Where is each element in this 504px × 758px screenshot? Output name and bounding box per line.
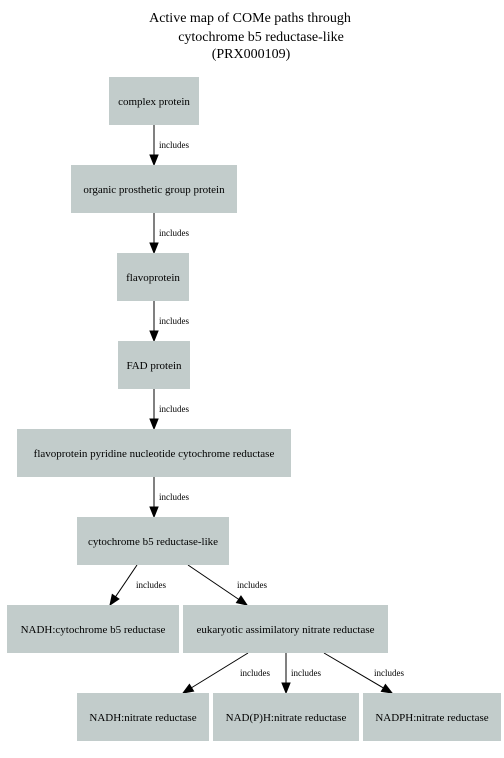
arrowhead-icon <box>380 683 394 694</box>
edge-label: includes <box>136 580 166 590</box>
arrowhead-icon <box>149 418 159 431</box>
diagram-title: Active map of COMe paths through cytochr… <box>149 11 351 62</box>
node-box <box>213 693 359 741</box>
title-line-1: Active map of COMe paths through <box>149 11 351 26</box>
node-n11: NADPH:nitrate reductase <box>363 693 501 741</box>
node-n6: cytochrome b5 reductase-like <box>77 517 229 565</box>
title-line-2: cytochrome b5 reductase-like <box>178 30 344 45</box>
edge-n1-n2: includes <box>149 125 189 167</box>
node-label: NAD(P)H:nitrate reductase <box>226 712 347 724</box>
node-box <box>109 77 199 125</box>
node-box <box>117 253 189 301</box>
arrowhead-icon <box>109 593 120 607</box>
edge-line <box>187 564 240 600</box>
edge-label: includes <box>374 668 404 678</box>
node-n5: flavoprotein pyridine nucleotide cytochr… <box>17 429 291 477</box>
edge-n3-n4: includes <box>149 301 189 343</box>
edge-label: includes <box>159 140 189 150</box>
node-n4: FAD protein <box>118 341 190 389</box>
arrowhead-icon <box>149 330 159 343</box>
arrowhead-icon <box>181 683 195 694</box>
edge-n6-n7: includes <box>109 564 166 607</box>
node-n10: NAD(P)H:nitrate reductase <box>213 693 359 741</box>
node-label: cytochrome b5 reductase-like <box>88 536 218 548</box>
edge-n8-n9: includes <box>181 652 270 694</box>
edge-n2-n3: includes <box>149 213 189 255</box>
node-n7: NADH:cytochrome b5 reductase <box>7 605 179 653</box>
edge-line <box>191 652 249 689</box>
node-n3: flavoprotein <box>117 253 189 301</box>
node-n1: complex protein <box>109 77 199 125</box>
edge-label: includes <box>240 668 270 678</box>
edge-label: includes <box>159 316 189 326</box>
node-box <box>118 341 190 389</box>
edges: includes includes includes includes includes… <box>109 125 404 695</box>
node-label: organic prosthetic group protein <box>83 184 225 196</box>
edge-label: includes <box>237 580 267 590</box>
nodes: complex protein organic prosthetic group … <box>7 77 501 741</box>
node-box <box>77 693 209 741</box>
edge-line <box>323 652 384 689</box>
node-label: flavoprotein pyridine nucleotide cytochr… <box>34 448 275 460</box>
node-label: flavoprotein <box>126 272 180 284</box>
node-box <box>71 165 237 213</box>
edge-label: includes <box>159 228 189 238</box>
arrowhead-icon <box>149 242 159 255</box>
node-box <box>17 429 291 477</box>
edge-label: includes <box>159 492 189 502</box>
edge-n5-n6: includes <box>149 477 189 519</box>
node-label: NADPH:nitrate reductase <box>375 712 488 724</box>
edge-label: includes <box>159 404 189 414</box>
arrowhead-icon <box>235 595 249 606</box>
arrowhead-icon <box>149 506 159 519</box>
node-label: FAD protein <box>126 360 182 372</box>
node-n9: NADH:nitrate reductase <box>77 693 209 741</box>
edge-n8-n11: includes <box>323 652 404 694</box>
node-box <box>183 605 388 653</box>
title-line-3: (PRX000109) <box>212 47 291 62</box>
edge-n4-n5: includes <box>149 389 189 431</box>
edge-label: includes <box>291 668 321 678</box>
node-label: eukaryotic assimilatory nitrate reductas… <box>196 624 374 636</box>
node-box <box>77 517 229 565</box>
edge-n8-n10: includes <box>281 653 321 695</box>
arrowhead-icon <box>149 154 159 167</box>
arrowhead-icon <box>281 682 291 695</box>
edge-n6-n8: includes <box>187 564 267 606</box>
node-box <box>7 605 179 653</box>
node-label: NADH:cytochrome b5 reductase <box>21 624 166 636</box>
edge-line <box>115 564 138 597</box>
node-n2: organic prosthetic group protein <box>71 165 237 213</box>
node-box <box>363 693 501 741</box>
node-label: complex protein <box>118 96 190 108</box>
node-n8: eukaryotic assimilatory nitrate reductas… <box>183 605 388 653</box>
node-label: NADH:nitrate reductase <box>89 712 196 724</box>
